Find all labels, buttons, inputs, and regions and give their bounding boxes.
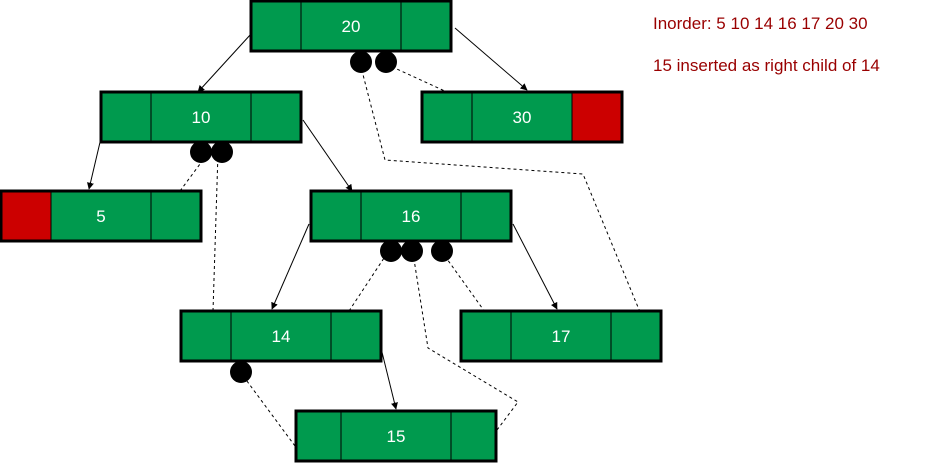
right-pointer-cell <box>400 0 452 52</box>
node-key-label: 14 <box>272 327 291 346</box>
node-frame <box>420 90 624 144</box>
node-key-label: 5 <box>96 207 105 226</box>
child-edge-16-14 <box>271 223 310 310</box>
key-cell <box>360 190 462 242</box>
right-pointer-cell <box>460 190 512 242</box>
thread-edge-15-14 <box>240 372 296 447</box>
child-edge-14-15 <box>379 343 398 410</box>
child-edge-16-17 <box>512 223 558 310</box>
left-pointer-cell <box>180 310 232 362</box>
tree-node-10: 10 <box>99 90 303 144</box>
child-edges <box>87 27 558 410</box>
insertion-note: 15 inserted as right child of 14 <box>653 56 880 75</box>
tree-node-15: 15 <box>294 409 498 463</box>
child-edge-20-30 <box>454 27 528 91</box>
key-cell <box>510 310 612 362</box>
node-key-label: 30 <box>513 108 532 127</box>
thread-dot <box>350 51 372 73</box>
left-pointer-cell <box>100 91 152 143</box>
key-cell <box>300 0 402 52</box>
thread-edge-14-10 <box>212 152 219 312</box>
node-key-label: 17 <box>552 327 571 346</box>
thread-dot <box>375 51 397 73</box>
thread-dot <box>190 141 212 163</box>
right-pointer-cell <box>610 310 662 362</box>
key-cell <box>230 310 332 362</box>
thread-edge-14-16 <box>348 251 389 312</box>
node-frame <box>249 0 453 53</box>
tree-node-16: 16 <box>309 189 513 243</box>
tree-nodes: 20 10 30 5 16 14 17 15 <box>0 0 663 463</box>
tree-node-20: 20 <box>249 0 453 53</box>
inorder-note: Inorder: 5 10 14 16 17 20 30 <box>653 14 868 33</box>
thread-dot <box>431 240 453 262</box>
thread-edge-30-20 <box>385 63 450 94</box>
key-cell <box>50 190 152 242</box>
left-pointer-cell <box>421 91 473 143</box>
node-key-label: 20 <box>342 17 361 36</box>
thread-edge-17-20 <box>359 62 641 313</box>
thread-dot <box>230 361 252 383</box>
child-edge-20-10 <box>197 33 252 93</box>
thread-edge-5-10 <box>179 163 201 192</box>
tree-node-14: 14 <box>179 309 383 363</box>
node-frame <box>294 409 498 463</box>
node-frame <box>179 309 383 363</box>
thread-edge-17-16 <box>441 251 486 313</box>
right-pointer-cell <box>571 91 623 143</box>
node-key-label: 10 <box>192 108 211 127</box>
right-pointer-cell <box>330 310 382 362</box>
tree-node-5: 5 <box>0 189 203 243</box>
right-pointer-cell <box>450 410 497 462</box>
right-pointer-cell <box>150 190 202 242</box>
thread-edges <box>179 62 641 447</box>
left-pointer-cell <box>460 310 512 362</box>
thread-dots <box>190 51 453 383</box>
tree-node-17: 17 <box>459 309 663 363</box>
node-key-label: 16 <box>402 207 421 226</box>
node-frame <box>459 309 663 363</box>
tree-node-30: 30 <box>420 90 624 144</box>
left-pointer-cell <box>310 190 362 242</box>
key-cell <box>150 91 252 143</box>
child-edge-10-5 <box>87 137 102 190</box>
child-edge-10-16 <box>302 119 353 192</box>
thread-dot <box>380 240 402 262</box>
thread-dot <box>401 240 423 262</box>
left-pointer-cell <box>0 190 52 242</box>
thread-dot <box>211 141 233 163</box>
right-pointer-cell <box>250 91 302 143</box>
left-pointer-cell <box>295 410 342 462</box>
node-key-label: 15 <box>387 427 406 446</box>
left-pointer-cell <box>250 0 302 52</box>
node-frame <box>0 189 203 243</box>
thread-edge-15-16 <box>412 252 519 431</box>
